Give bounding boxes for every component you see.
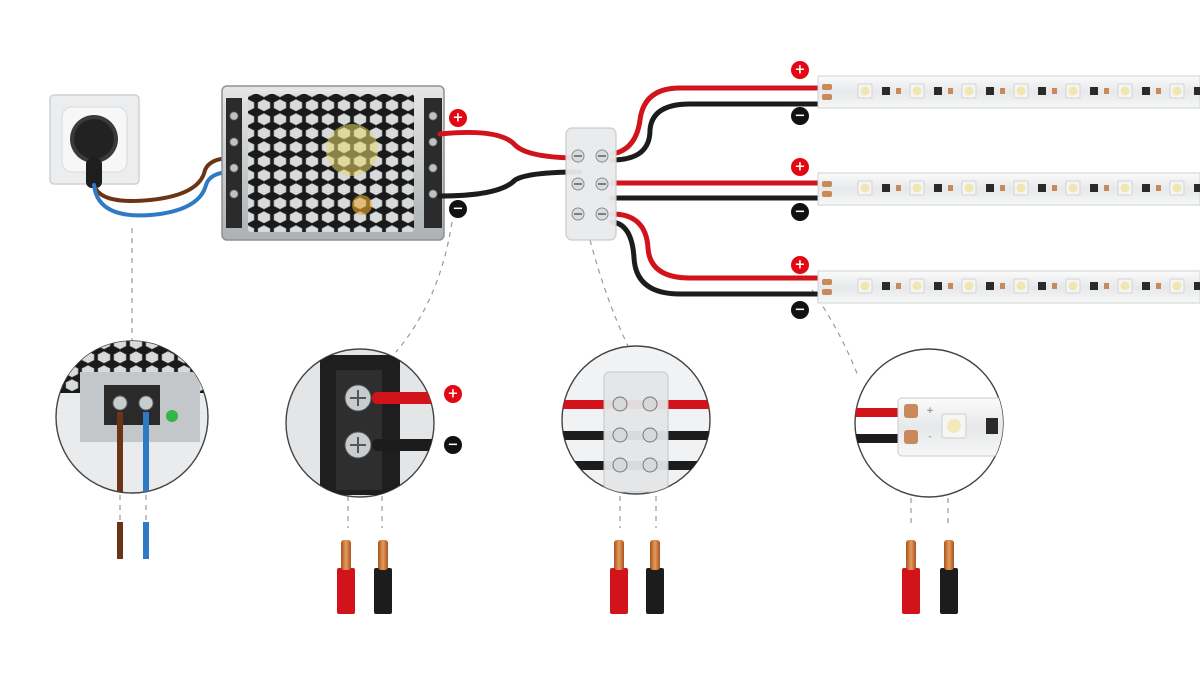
leader-terminal-block <box>589 239 629 347</box>
positive-sign-icon: + <box>795 63 806 78</box>
sample-terminal-block <box>610 540 664 614</box>
strip2-positive-badge: + <box>791 158 809 176</box>
sample-phase-wire <box>117 522 123 559</box>
distribution-wires <box>609 85 821 297</box>
strip1-positive-badge: + <box>791 61 809 79</box>
led-strip-icon <box>817 172 1200 206</box>
terminal-block <box>565 127 617 241</box>
led-strip-icon <box>817 75 1200 109</box>
strip1-negative-badge: − <box>791 107 809 125</box>
mains-cable <box>92 156 234 218</box>
led-strips <box>817 75 1200 304</box>
zoom-positive-badge: + <box>444 385 462 403</box>
positive-sign-icon: + <box>453 111 464 126</box>
led-strip-icon <box>817 270 1200 304</box>
negative-sign-icon: − <box>795 109 806 124</box>
negative-sign-icon: − <box>795 205 806 220</box>
zoom-terminal-block <box>561 345 711 495</box>
psu-positive-badge: + <box>449 109 467 127</box>
strip3-positive-badge: + <box>791 256 809 274</box>
zoom-psu-input <box>55 340 209 494</box>
wire-samples <box>117 522 958 614</box>
positive-sign-icon: + <box>795 160 806 175</box>
psu-negative-badge: − <box>449 200 467 218</box>
polarity-badges: + − + − + − + − <box>444 61 809 454</box>
sample-strip-connection <box>902 540 958 614</box>
leader-psu-output <box>395 221 453 353</box>
wall-socket <box>49 94 140 188</box>
output-wires <box>437 129 583 199</box>
zoom-negative-badge: − <box>444 436 462 454</box>
strip2-negative-badge: − <box>791 203 809 221</box>
positive-sign-icon: + <box>448 387 459 402</box>
sample-neutral-wire <box>143 522 149 559</box>
negative-sign-icon: − <box>453 202 464 217</box>
led-strip <box>817 75 1200 109</box>
strip3-negative-badge: − <box>791 301 809 319</box>
zoom-strip-connection: + - <box>854 348 1004 498</box>
leader-lines <box>119 221 949 528</box>
positive-sign-icon: + <box>795 258 806 273</box>
led-strip <box>817 172 1200 206</box>
strip-terminal-positive: + <box>926 406 934 416</box>
led-strip <box>817 270 1200 304</box>
negative-sign-icon: − <box>448 438 459 453</box>
negative-sign-icon: − <box>795 303 806 318</box>
power-socket-icon <box>74 119 114 159</box>
strip-terminal-negative: - <box>928 432 931 442</box>
power-supply <box>221 85 445 241</box>
zoom-psu-output <box>285 348 435 498</box>
sample-psu-output <box>337 540 392 614</box>
